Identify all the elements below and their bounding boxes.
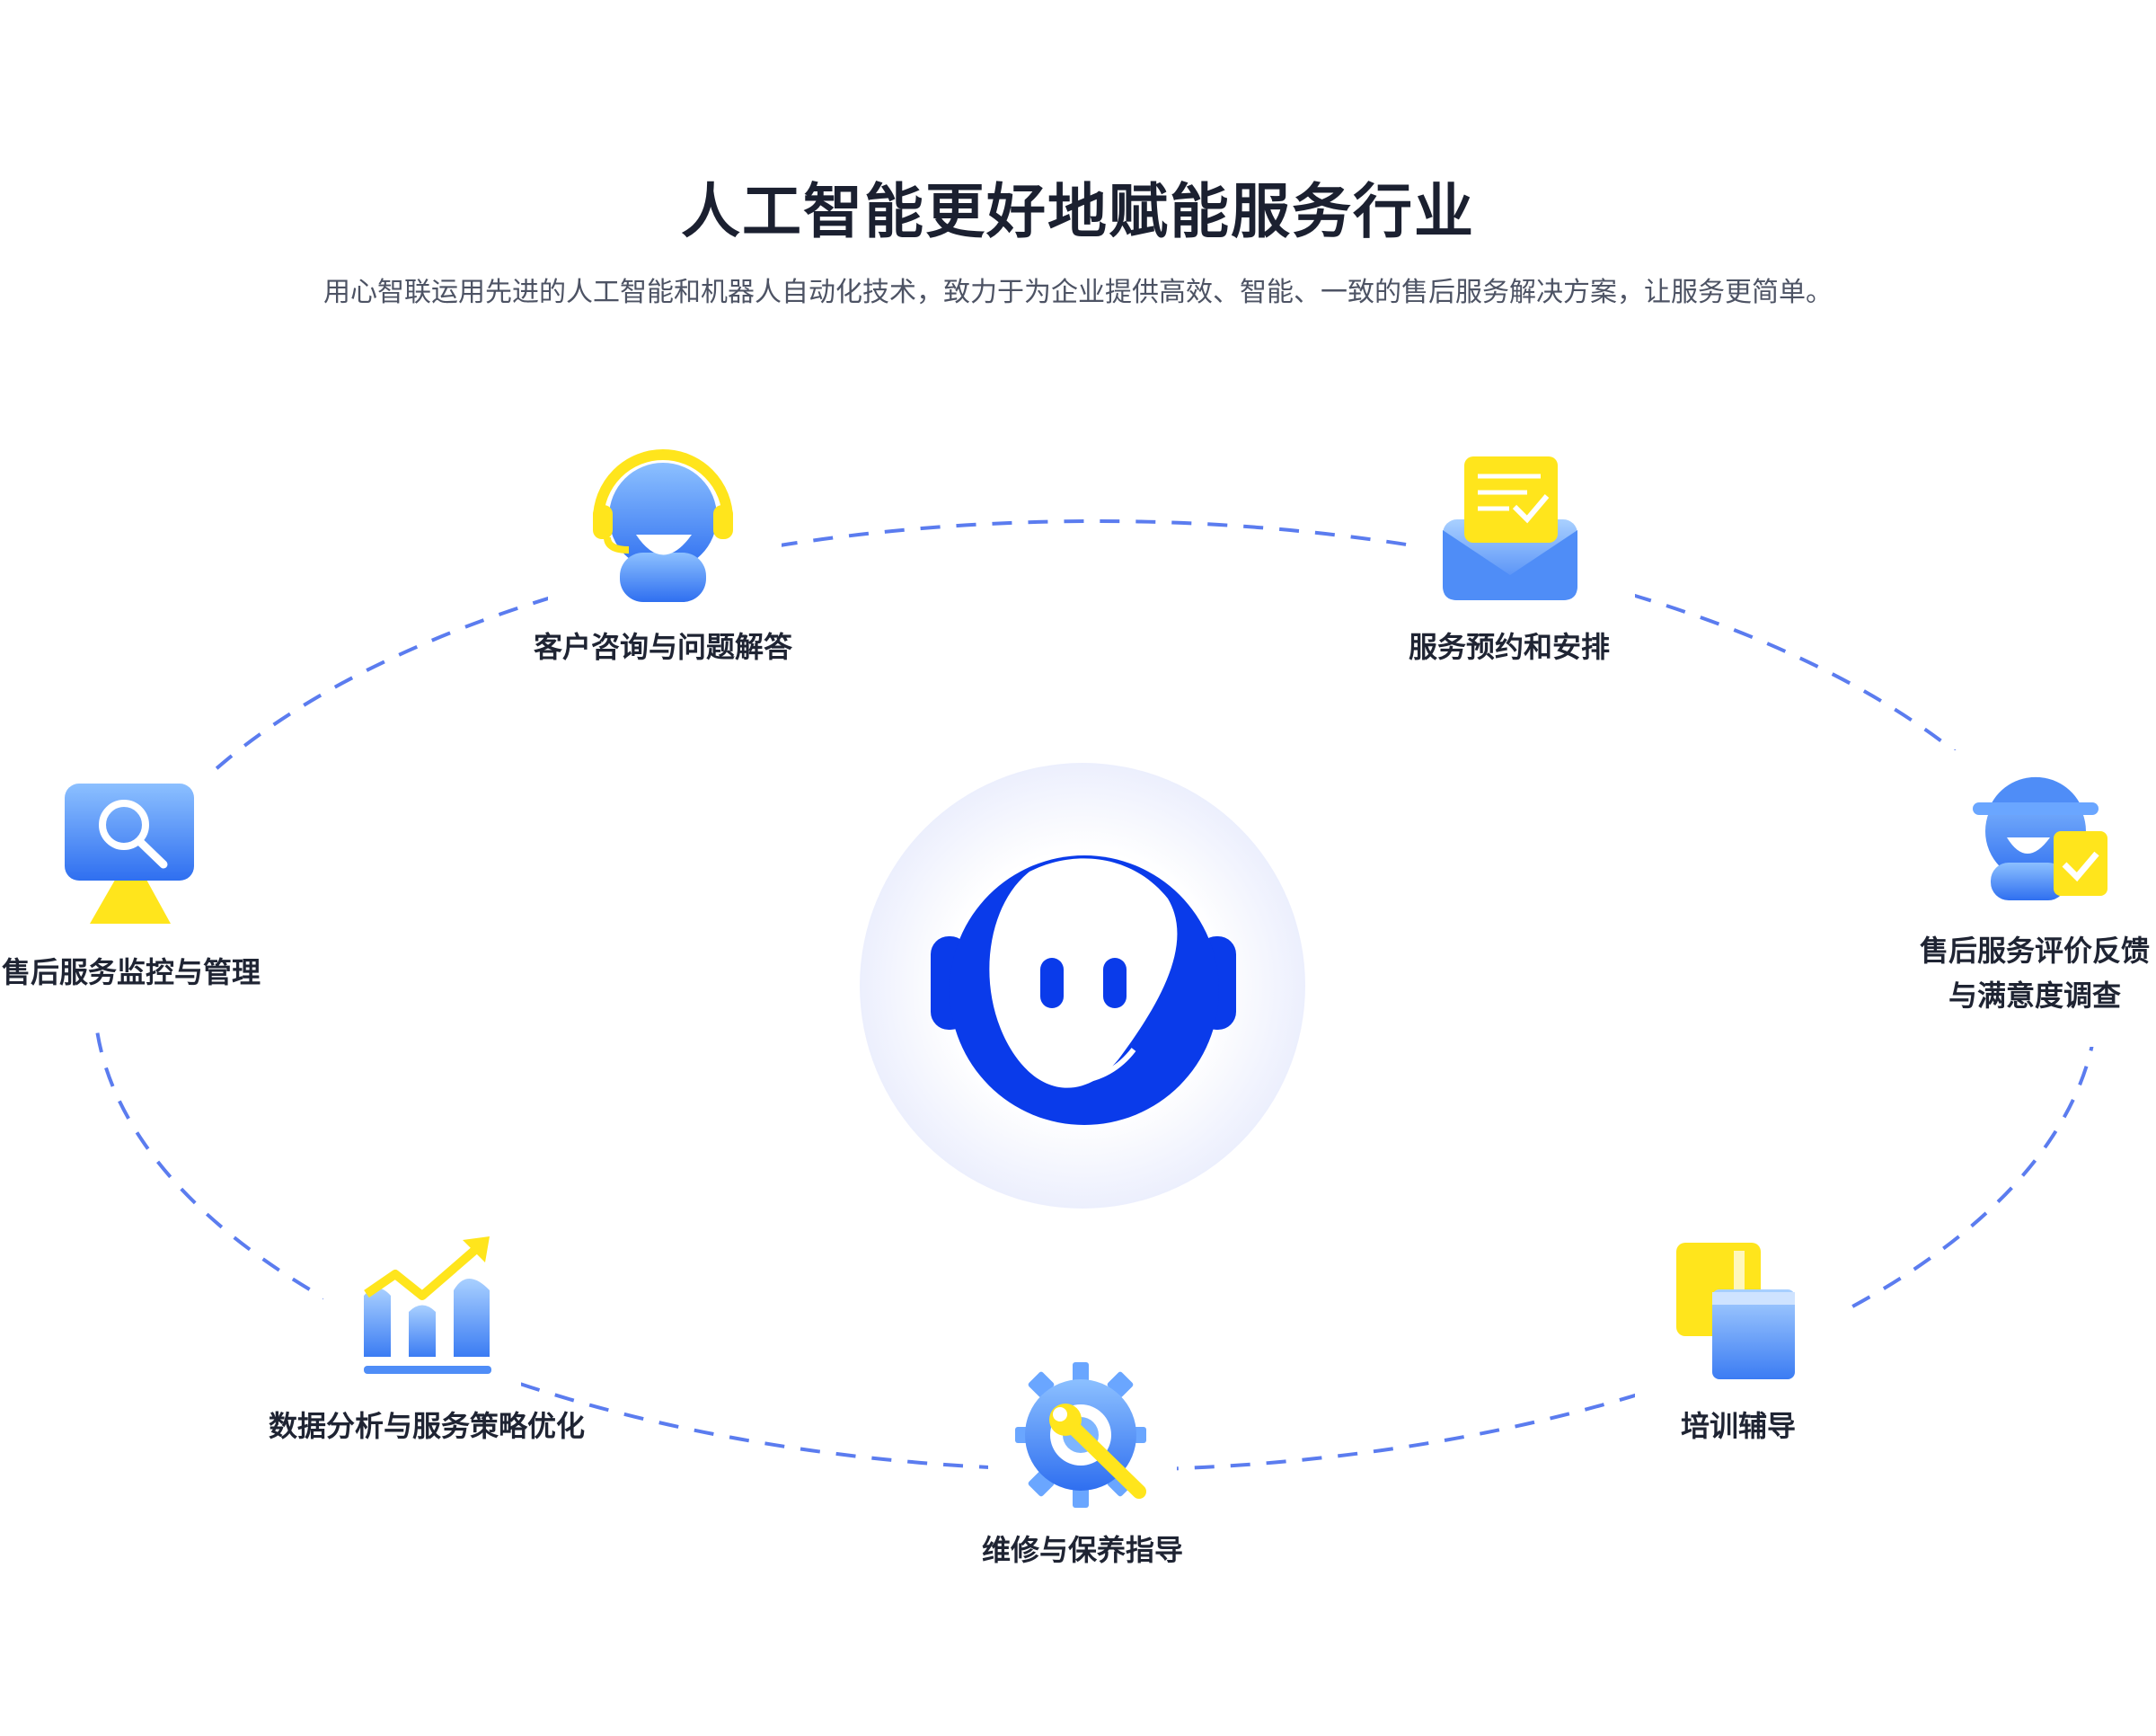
envelope-checklist-icon <box>1443 456 1577 600</box>
node-label-consult: 客户咨询与问题解答 <box>533 630 792 664</box>
node-label-analysis: 数据分析与服务策略优化 <box>268 1409 585 1443</box>
node-label-training: 培训辅导 <box>1680 1409 1796 1443</box>
node-label-feedback: 售后服务评价反馈 与满意度调查 <box>1913 928 2156 1018</box>
headset-agent-icon <box>593 449 733 602</box>
node-label-booking: 服务预约和安排 <box>1408 630 1610 664</box>
page-subtitle: 用心智联运用先进的人工智能和机器人自动化技术，致力于为企业提供高效、智能、一致的… <box>323 277 1833 308</box>
worker-check-icon <box>1973 776 2107 900</box>
node-label-repair: 维修与保养指导 <box>981 1533 1183 1567</box>
node-label-feedback-line1: 售后服务评价反馈 <box>1919 934 2150 968</box>
robot-head-logo-icon <box>931 855 1236 1125</box>
books-icon <box>1676 1243 1795 1379</box>
page-title: 人工智能更好地赋能服务行业 <box>681 177 1475 246</box>
monitor-search-icon <box>65 784 194 924</box>
node-label-feedback-line2: 与满意度调查 <box>1948 979 2121 1013</box>
node-label-monitor: 售后服务监控与管理 <box>1 955 261 989</box>
bar-chart-trend-icon <box>364 1236 491 1374</box>
gear-wrench-icon <box>1015 1362 1146 1508</box>
